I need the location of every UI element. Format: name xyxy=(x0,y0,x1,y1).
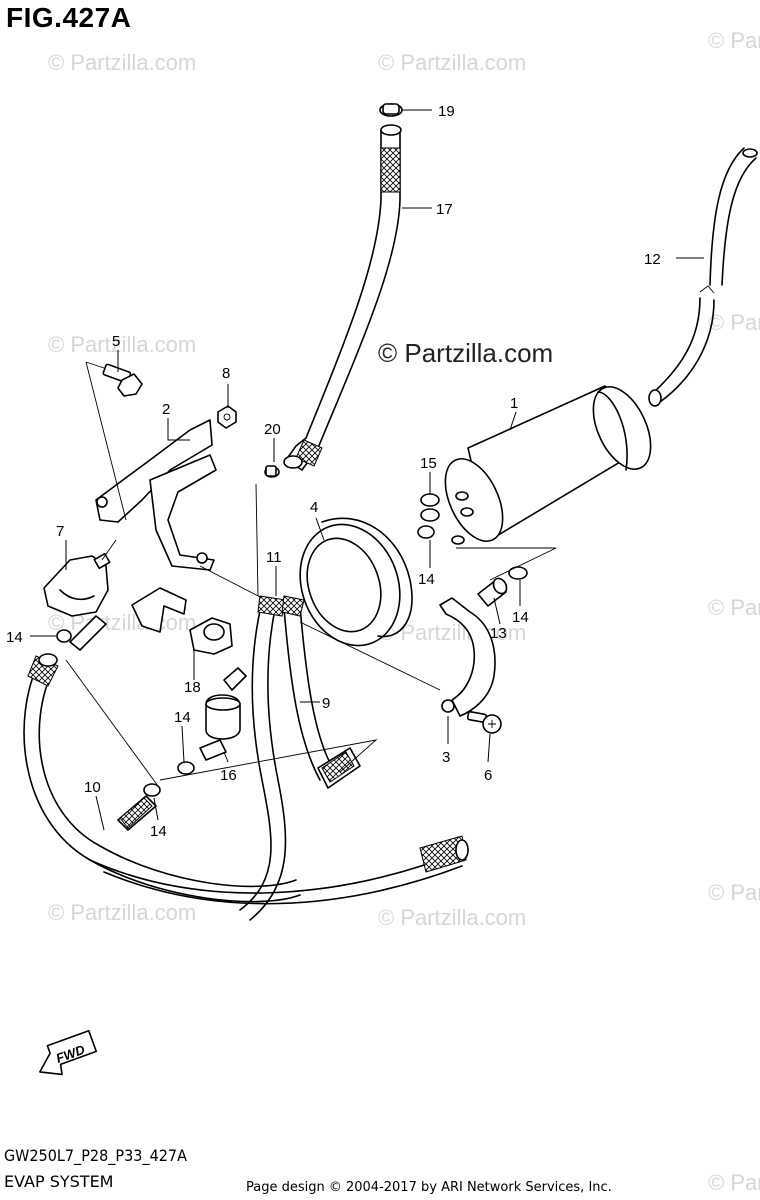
callout-8: 8 xyxy=(222,365,230,382)
part-10-hose xyxy=(23,653,301,903)
part-4-ring xyxy=(299,517,413,647)
callout-7: 7 xyxy=(56,523,64,540)
watermark: © Partzilla.com xyxy=(48,50,196,75)
section-name: EVAP SYSTEM xyxy=(4,1172,114,1191)
watermark: © Partzilla.com xyxy=(708,28,760,53)
watermark: © Partzilla.com xyxy=(708,595,760,620)
callout-19: 19 xyxy=(438,103,455,120)
callout-20: 20 xyxy=(264,421,281,438)
leader-lines xyxy=(30,109,704,831)
watermark: © Partzilla.com xyxy=(378,620,526,645)
model-code: GW250L7_P28_P33_427A xyxy=(4,1146,187,1165)
part-10-hose-end xyxy=(89,835,469,905)
part-15-clamp xyxy=(417,493,528,580)
watermark: © Partzilla.com xyxy=(378,905,526,930)
callout-14: 14 xyxy=(6,629,23,646)
callout-5: 5 xyxy=(112,333,120,350)
callout-14: 14 xyxy=(418,571,435,588)
callout-14: 14 xyxy=(512,609,529,626)
callout-16: 16 xyxy=(220,767,237,784)
callout-9: 9 xyxy=(322,695,330,712)
callout-14: 14 xyxy=(174,709,191,726)
part-1-canister xyxy=(444,385,652,545)
callout-labels: 19 17 12 1 5 8 2 20 15 4 7 11 14 14 13 1… xyxy=(6,103,661,840)
reference-lines xyxy=(65,361,557,787)
part-14-clamp-left xyxy=(56,615,107,651)
callout-1: 1 xyxy=(510,395,518,412)
watermark: © Partzilla.com xyxy=(378,50,526,75)
callout-4: 4 xyxy=(310,499,318,516)
part-8-nut xyxy=(217,405,237,429)
figure-title: FIG.427A xyxy=(6,2,132,33)
part-5-bolt xyxy=(102,363,143,397)
part-7-valve xyxy=(43,552,111,617)
callout-10: 10 xyxy=(84,779,101,796)
callout-13: 13 xyxy=(490,625,507,642)
callout-2: 2 xyxy=(162,401,170,418)
part-3-band xyxy=(439,597,496,717)
part-20-clamp xyxy=(264,465,280,478)
watermark: © Partzilla.com xyxy=(48,900,196,925)
part-2-bracket xyxy=(95,419,217,633)
callout-17: 17 xyxy=(436,201,453,218)
part-11-hose xyxy=(239,595,287,921)
callout-12: 12 xyxy=(644,251,661,268)
part-13-pipe xyxy=(477,577,508,607)
callout-11: 11 xyxy=(266,549,282,566)
watermark-layer: © Partzilla.com © Partzilla.com © Partzi… xyxy=(48,28,760,1195)
part-6-screw xyxy=(466,711,502,734)
callout-6: 6 xyxy=(484,767,492,784)
part-16-filter xyxy=(199,667,247,761)
watermark: © Partzilla.com xyxy=(708,310,760,335)
part-17-hose xyxy=(283,124,402,471)
watermark: © Partzilla.com xyxy=(708,1170,760,1195)
part-12-hose xyxy=(648,147,758,407)
page-credit: Page design © 2004-2017 by ARI Network S… xyxy=(246,1180,612,1195)
watermark: © Partzilla.com xyxy=(708,880,760,905)
part-19-clamp xyxy=(379,103,403,117)
watermark: © Partzilla.com xyxy=(48,332,196,357)
callout-15: 15 xyxy=(420,455,437,472)
callout-18: 18 xyxy=(184,679,201,696)
part-14-clamps xyxy=(117,761,195,831)
fwd-arrow-icon: FWD xyxy=(39,1029,98,1076)
callout-14: 14 xyxy=(150,823,167,840)
partzilla-center-watermark: © Partzilla.com xyxy=(378,338,553,368)
part-18-holder xyxy=(189,617,233,655)
callout-3: 3 xyxy=(442,749,450,766)
